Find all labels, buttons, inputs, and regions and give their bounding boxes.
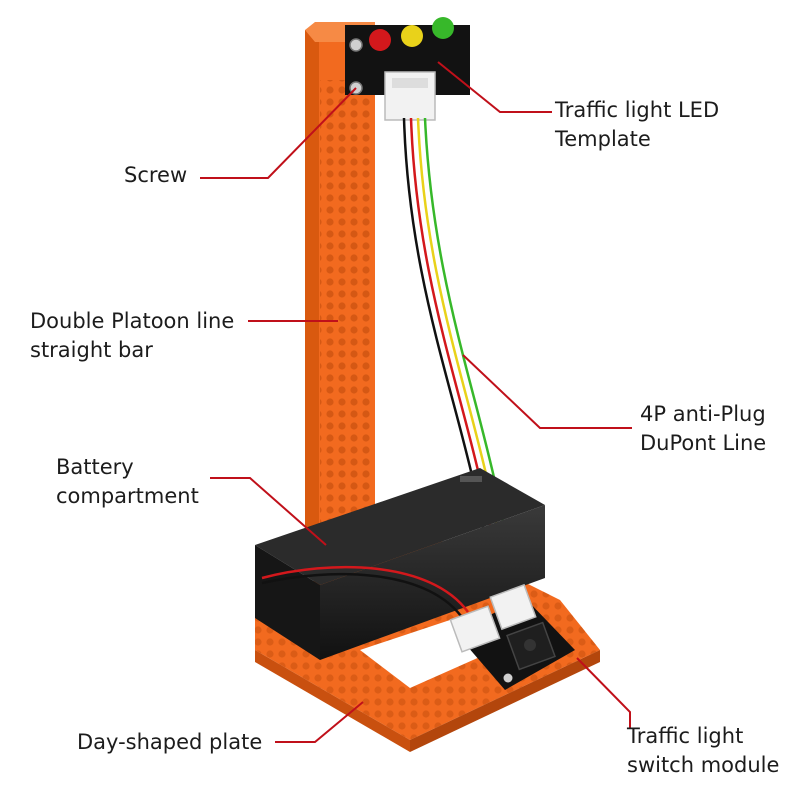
label-line: Traffic light	[627, 724, 744, 748]
battery-connector	[449, 605, 501, 653]
label-line: compartment	[56, 484, 199, 508]
yellow-led	[401, 25, 423, 47]
label-day-shaped-plate: Day-shaped plate	[77, 728, 262, 757]
label-anti-plug-line: 4P anti-Plug DuPont Line	[640, 400, 766, 458]
leader-plate	[275, 701, 364, 743]
red-led	[369, 29, 391, 51]
label-line: Double Platoon line	[30, 309, 235, 333]
label-line: DuPont Line	[640, 431, 767, 455]
label-battery-compartment: Battery compartment	[56, 453, 199, 511]
leader-battery	[210, 477, 327, 546]
label-line: Battery	[56, 455, 134, 479]
battery-wires	[261, 565, 470, 617]
label-line: Traffic light LED	[555, 98, 720, 122]
leader-anti-plug	[462, 354, 632, 429]
label-traffic-led-template: Traffic light LED Template	[555, 96, 719, 154]
straight-bar	[305, 22, 375, 552]
leader-lines	[200, 61, 632, 743]
screw-head	[349, 38, 363, 52]
green-led	[432, 17, 454, 39]
label-screw: Screw	[124, 161, 187, 190]
leader-screw	[200, 87, 357, 179]
label-line: switch module	[627, 753, 780, 777]
leader-switch	[576, 657, 631, 728]
switch-module	[449, 583, 575, 690]
screw-head	[503, 673, 513, 683]
label-line: Template	[555, 127, 651, 151]
label-line: Day-shaped plate	[77, 730, 263, 754]
label-switch-module: Traffic light switch module	[627, 722, 779, 780]
label-line: 4P anti-Plug	[640, 402, 766, 426]
label-straight-bar: Double Platoon line straight bar	[30, 307, 234, 365]
label-line: Screw	[124, 163, 188, 187]
label-line: straight bar	[30, 338, 153, 362]
switch-connector	[489, 583, 537, 631]
leader-led-template	[437, 61, 552, 113]
